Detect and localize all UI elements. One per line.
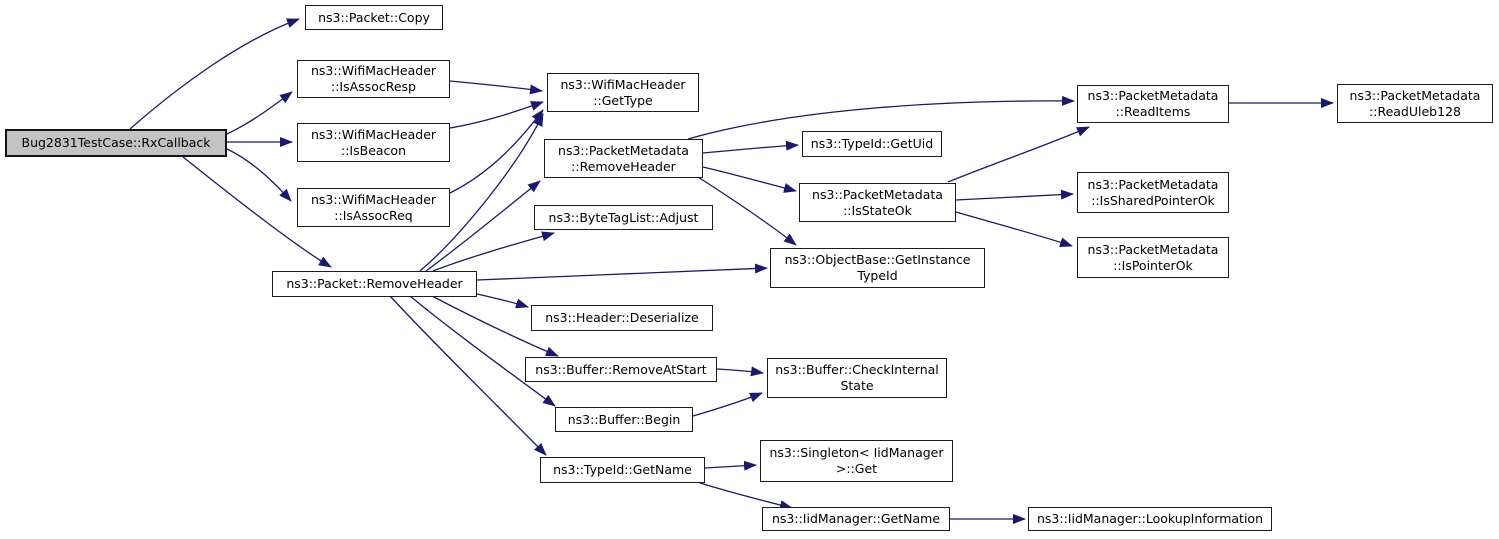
node-wifimac-isassocreq[interactable]: ns3::WifiMacHeader ::IsAssocReq	[297, 188, 450, 227]
edge-wifimac-isassocreq-to-wifimac-gettype	[449, 109, 544, 194]
edge-typeid-getname-to-singleton-iidmanager-get	[704, 460, 757, 471]
node-label: ::IsSharedPointerOk	[1091, 192, 1215, 208]
node-iidmanager-getname[interactable]: ns3::IidManager::GetName	[762, 507, 950, 531]
node-pm-issharedpointerok[interactable]: ns3::PacketMetadata ::IsSharedPointerOk	[1077, 172, 1229, 213]
edge-packet-removeheader-to-bytetaglist-adjust	[432, 231, 555, 272]
edge-pm-removeheader-to-pm-readitems	[687, 95, 1075, 140]
node-objectbase-getinstancetypeid[interactable]: ns3::ObjectBase::GetInstance TypeId	[770, 248, 985, 288]
node-label: ::RemoveHeader	[571, 158, 676, 174]
node-pm-readuleb128[interactable]: ns3::PacketMetadata ::ReadUleb128	[1337, 84, 1493, 123]
node-pm-ispointerok[interactable]: ns3::PacketMetadata ::IsPointerOk	[1077, 237, 1229, 278]
node-label: ns3::IidManager::LookupInformation	[1036, 511, 1263, 526]
edge-pm-isstateok-to-pm-issharedpointerok	[955, 189, 1074, 201]
node-wifimac-isbeacon[interactable]: ns3::WifiMacHeader ::IsBeacon	[297, 123, 450, 162]
node-rx-callback: Bug2831TestCase::RxCallback	[5, 129, 227, 157]
node-label: ::IsBeacon	[341, 142, 406, 158]
edge-buffer-begin-to-buffer-checkinternalstate	[692, 392, 763, 417]
node-label: ::ReadUleb128	[1369, 103, 1461, 119]
node-pm-isstateok[interactable]: ns3::PacketMetadata ::IsStateOk	[799, 183, 956, 222]
node-buffer-removeatstart[interactable]: ns3::Buffer::RemoveAtStart	[525, 357, 717, 382]
node-label: ::GetType	[593, 92, 653, 108]
node-label: Bug2831TestCase::RxCallback	[21, 135, 211, 150]
edge-packet-removeheader-to-objectbase-getinstancetypeid	[476, 263, 768, 281]
node-header-deserialize[interactable]: ns3::Header::Deserialize	[531, 305, 713, 331]
edge-pm-isstateok-to-pm-readitems	[947, 126, 1090, 183]
node-label: ns3::WifiMacHeader	[310, 63, 437, 78]
edge-pm-removeheader-to-pm-isstateok	[702, 166, 797, 193]
node-label: ns3::Packet::RemoveHeader	[286, 276, 463, 291]
node-label: ns3::Packet::Copy	[318, 9, 430, 25]
node-typeid-getname[interactable]: ns3::TypeId::GetName	[540, 457, 705, 483]
node-wifimac-gettype[interactable]: ns3::WifiMacHeader ::GetType	[547, 73, 699, 112]
node-label: ns3::Buffer::RemoveAtStart	[535, 361, 707, 377]
edge-rx-callback-to-packet-removeheader	[182, 156, 332, 268]
node-label: ::IsAssocResp	[331, 79, 416, 94]
edge-buffer-removeatstart-to-buffer-checkinternalstate	[716, 366, 764, 377]
node-packet-removeheader[interactable]: ns3::Packet::RemoveHeader	[272, 271, 477, 297]
node-wifimac-isassocresp[interactable]: ns3::WifiMacHeader ::IsAssocResp	[297, 60, 450, 98]
edge-pm-isstateok-to-pm-ispointerok	[955, 211, 1073, 247]
node-label: ns3::IidManager::GetName	[771, 511, 941, 526]
node-label: ns3::PacketMetadata	[1349, 87, 1481, 103]
node-label: ::ReadItems	[1115, 104, 1191, 119]
node-typeid-getuid[interactable]: ns3::TypeId::GetUid	[802, 131, 942, 157]
node-pm-removeheader[interactable]: ns3::PacketMetadata ::RemoveHeader	[544, 139, 703, 178]
node-label: ns3::WifiMacHeader	[310, 191, 437, 207]
edge-typeid-getname-to-iidmanager-getname	[699, 482, 793, 510]
node-iidmanager-lookupinformation[interactable]: ns3::IidManager::LookupInformation	[1028, 507, 1272, 531]
node-label: ns3::WifiMacHeader	[560, 76, 686, 92]
node-label: ns3::WifiMacHeader	[310, 126, 437, 142]
node-label: ::IsPointerOk	[1113, 257, 1193, 273]
node-pm-readitems[interactable]: ns3::PacketMetadata ::ReadItems	[1077, 85, 1229, 123]
node-label: ns3::Buffer::CheckInternal	[775, 362, 939, 377]
edge-wifimac-isbeacon-to-wifimac-gettype	[449, 101, 544, 129]
node-label: TypeId	[857, 268, 898, 283]
node-label: ::IsAssocReq	[334, 207, 413, 223]
edge-pm-removeheader-to-typeid-getuid	[702, 140, 799, 154]
node-packet-copy[interactable]: ns3::Packet::Copy	[305, 5, 443, 30]
node-buffer-checkinternalstate[interactable]: ns3::Buffer::CheckInternal State	[767, 358, 947, 398]
node-singleton-iidmanager-get[interactable]: ns3::Singleton< IidManager >::Get	[760, 440, 953, 482]
edge-packet-removeheader-to-buffer-removeatstart	[431, 295, 559, 357]
node-label: ns3::PacketMetadata	[1087, 176, 1219, 192]
node-label: ns3::PacketMetadata	[1087, 241, 1219, 257]
node-label: ns3::ObjectBase::GetInstance	[784, 252, 971, 267]
edge-wifimac-isassocresp-to-wifimac-gettype	[449, 80, 543, 95]
node-label: ns3::ByteTagList::Adjust	[548, 209, 699, 225]
edge-rx-callback-to-wifimac-isassocresp	[226, 91, 293, 135]
edge-pm-removeheader-to-objectbase-getinstancetypeid	[697, 176, 797, 246]
node-buffer-begin[interactable]: ns3::Buffer::Begin	[555, 407, 693, 432]
node-label: ns3::PacketMetadata	[1087, 88, 1219, 103]
edge-packet-removeheader-to-pm-removeheader	[425, 180, 541, 272]
edge-packet-removeheader-to-wifimac-gettype	[419, 113, 544, 272]
node-label: ns3::Buffer::Begin	[567, 411, 681, 427]
node-label: >::Get	[835, 461, 878, 476]
node-label: ::IsStateOk	[843, 202, 912, 218]
edge-packet-removeheader-to-typeid-getname	[389, 295, 547, 456]
edge-packet-removeheader-to-header-deserialize	[476, 293, 529, 309]
node-label: ns3::PacketMetadata	[558, 142, 689, 158]
node-label: ns3::Header::Deserialize	[545, 310, 699, 325]
node-label: ns3::PacketMetadata	[812, 186, 943, 202]
node-label: ns3::TypeId::GetName	[553, 462, 692, 477]
edge-packet-removeheader-to-buffer-begin	[409, 295, 556, 407]
node-label: ns3::TypeId::GetUid	[810, 136, 934, 151]
node-bytetaglist-adjust[interactable]: ns3::ByteTagList::Adjust	[534, 205, 713, 230]
edge-rx-callback-to-packet-copy	[129, 18, 300, 130]
edge-rx-callback-to-wifimac-isassocreq	[226, 148, 292, 202]
node-label: ns3::Singleton< IidManager	[769, 445, 944, 460]
node-label: State	[840, 378, 874, 393]
